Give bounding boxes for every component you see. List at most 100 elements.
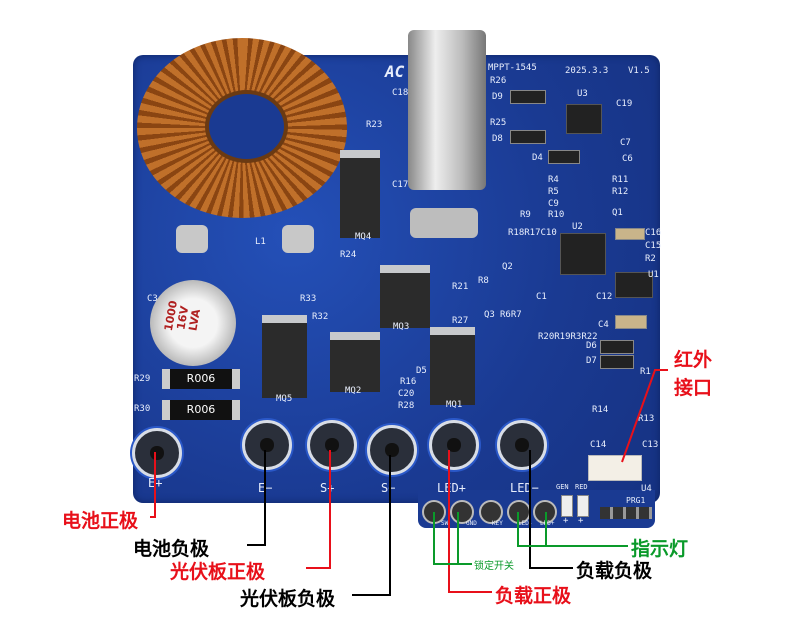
pin-key[interactable] xyxy=(479,500,503,524)
designator: C16 xyxy=(645,228,662,238)
diode-d8 xyxy=(510,130,546,144)
led-label: RED xyxy=(575,483,588,491)
designator: D5 xyxy=(416,366,427,376)
model-label: MPPT-1545 xyxy=(488,63,537,73)
inductor-lead xyxy=(176,225,208,253)
designator: D9 xyxy=(492,92,503,102)
designator: C20 xyxy=(398,389,415,399)
leader-pv-positive xyxy=(306,450,331,569)
resistor-value: R006 xyxy=(186,372,216,385)
designator: C17 xyxy=(392,180,409,190)
label-battery-negative: 电池负极 xyxy=(133,538,210,560)
resistor-value: R006 xyxy=(186,403,216,416)
led-sign: + xyxy=(578,516,584,526)
connector-label: PRG1 xyxy=(626,496,646,505)
terminal-pv-positive[interactable] xyxy=(307,420,357,470)
designator: R1 xyxy=(640,367,651,377)
designator: C4 xyxy=(598,320,609,330)
designator: R29 xyxy=(134,374,151,384)
designator: R18R17C10 xyxy=(508,228,557,238)
leader-indicator xyxy=(517,512,628,547)
capacitor-c4 xyxy=(615,315,647,329)
terminal-battery-positive[interactable] xyxy=(132,428,182,478)
terminal-pv-negative[interactable] xyxy=(367,425,417,475)
date-label: 2025.3.3 xyxy=(565,66,609,76)
designator: MQ5 xyxy=(276,394,293,404)
leader-load-negative xyxy=(529,450,573,569)
designator: R14 xyxy=(592,405,609,415)
designator: D7 xyxy=(586,356,597,366)
capacitor-c3 xyxy=(150,280,236,366)
logo: AC xyxy=(385,62,405,81)
leader-pv-negative xyxy=(352,455,391,596)
designator: C19 xyxy=(616,99,633,109)
prg-header[interactable] xyxy=(600,507,652,519)
label-ir-interface-line1: 红外 xyxy=(674,349,713,371)
designator: C6 xyxy=(622,154,633,164)
mosfet-mq2 xyxy=(330,332,380,392)
capacitor-lead xyxy=(410,208,478,238)
designator: D4 xyxy=(532,153,543,163)
designator: R12 xyxy=(612,187,629,197)
terminal-load-positive[interactable] xyxy=(429,420,479,470)
designator: L1 xyxy=(255,237,266,247)
mosfet-mq3 xyxy=(380,265,430,328)
designator: R11 xyxy=(612,175,629,185)
designator: R28 xyxy=(398,401,415,411)
designator: C14 xyxy=(590,440,607,450)
label-lock-switch: 锁定开关 xyxy=(474,561,514,572)
designator: C3 xyxy=(147,294,158,304)
label-load-negative: 负载负极 xyxy=(576,560,653,582)
connector-label: U4 xyxy=(641,484,652,494)
diode-d6 xyxy=(600,340,634,354)
pin-gnd[interactable] xyxy=(450,500,474,524)
designator: R10 xyxy=(548,210,565,220)
designator: Q2 xyxy=(502,262,513,272)
shunt-resistor: R006 xyxy=(162,400,240,420)
label-pv-negative: 光伏板负极 xyxy=(240,588,336,610)
designator: C15 xyxy=(645,241,662,251)
label-indicator-light: 指示灯 xyxy=(631,538,689,560)
terminal-label: S− xyxy=(381,481,396,495)
designator: C1 xyxy=(536,292,547,302)
designator: R33 xyxy=(300,294,317,304)
version-label: V1.5 xyxy=(628,66,650,76)
designator: U1 xyxy=(648,270,659,280)
designator: D8 xyxy=(492,134,503,144)
designator: C12 xyxy=(596,292,613,302)
designator: R32 xyxy=(312,312,329,322)
pin-label: KEY xyxy=(492,520,503,527)
leader-battery-negative xyxy=(247,450,266,546)
led-red xyxy=(577,495,589,517)
designator: C18 xyxy=(392,88,409,98)
designator: R25 xyxy=(490,118,507,128)
designator: R4 xyxy=(548,175,559,185)
shunt-resistor: R006 xyxy=(162,369,240,389)
designator: R20R19R3R22 xyxy=(538,332,598,342)
leader-ir-interface xyxy=(621,369,668,463)
designator: R8 xyxy=(478,276,489,286)
mosfet-mq4 xyxy=(340,150,380,238)
led-gen xyxy=(561,495,573,517)
diode-d4 xyxy=(548,150,580,164)
designator: C7 xyxy=(620,138,631,148)
mosfet-mq1 xyxy=(430,327,475,405)
label-ir-interface-line2: 接口 xyxy=(674,377,713,399)
designator: R24 xyxy=(340,250,357,260)
terminal-load-negative[interactable] xyxy=(497,420,547,470)
designator: R5 xyxy=(548,187,559,197)
electrolytic-capacitor xyxy=(408,30,486,190)
ir-connector[interactable] xyxy=(588,455,642,481)
designator: R21 xyxy=(452,282,469,292)
designator: R13 xyxy=(638,414,655,424)
label-pv-positive: 光伏板正极 xyxy=(170,561,266,583)
label-load-positive: 负载正极 xyxy=(495,585,572,607)
diode-d9 xyxy=(510,90,546,104)
designator: C13 xyxy=(642,440,659,450)
capacitor-c16 xyxy=(615,228,645,240)
leader-lock-switch xyxy=(433,512,472,565)
leader-load-positive xyxy=(448,450,492,593)
terminal-battery-negative[interactable] xyxy=(242,420,292,470)
toroid-core-hole xyxy=(205,90,288,163)
